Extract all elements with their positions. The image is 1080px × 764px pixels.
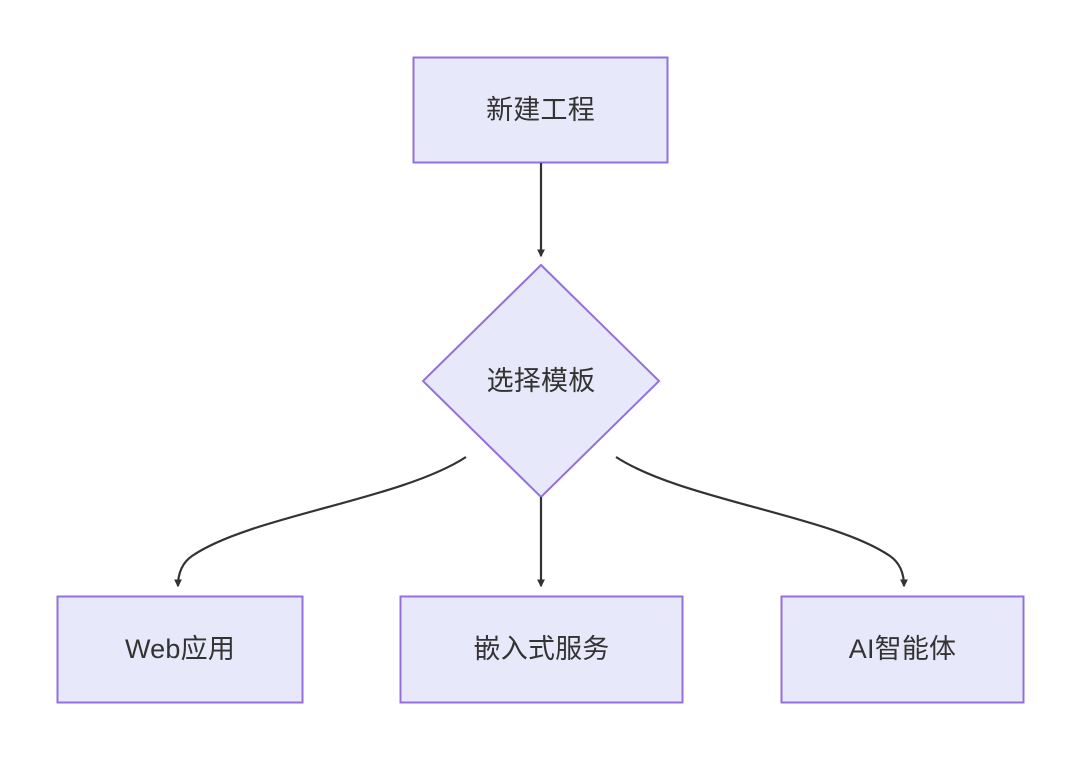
- edge-decision-agent: [615, 456, 908, 588]
- node-embedded-shape[interactable]: [399, 595, 684, 704]
- node-agent-shape[interactable]: [780, 595, 1025, 704]
- node-web-shape[interactable]: [56, 595, 304, 704]
- node-start-shape[interactable]: [412, 56, 669, 164]
- edge-decision-web: [174, 456, 467, 588]
